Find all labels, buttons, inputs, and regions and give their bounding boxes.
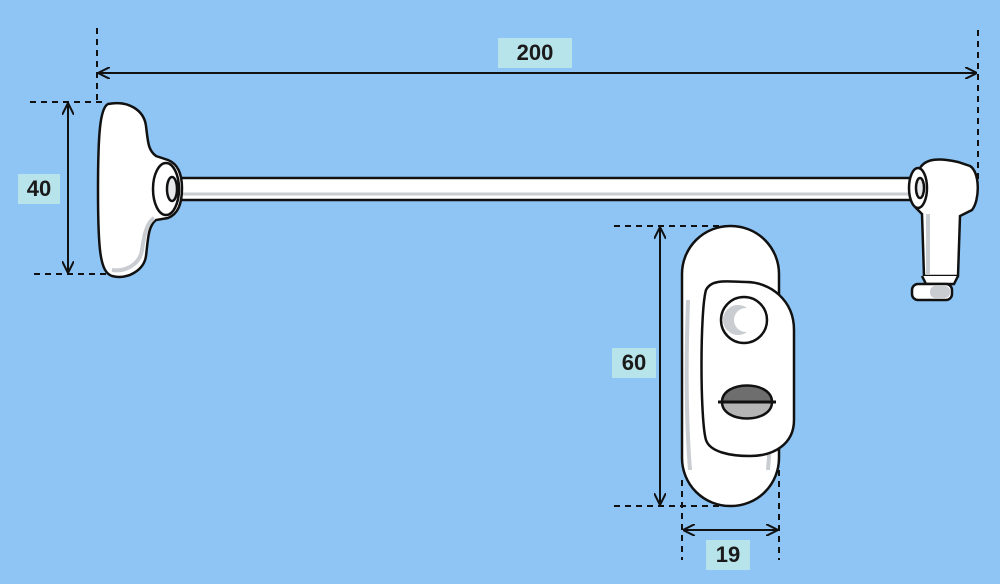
length-dimension-label: 200	[498, 38, 572, 68]
plate-width-dimension-label: 19	[706, 540, 750, 570]
cable-end-fitting	[907, 158, 979, 302]
handle-height-dimension-label: 40	[18, 174, 60, 204]
lock-plate	[680, 224, 796, 508]
dimension-lines	[30, 28, 979, 560]
cable-rod	[163, 176, 919, 202]
plate-height-dimension-label: 60	[612, 348, 656, 378]
key-lock	[718, 384, 776, 420]
t-handle	[96, 101, 184, 279]
